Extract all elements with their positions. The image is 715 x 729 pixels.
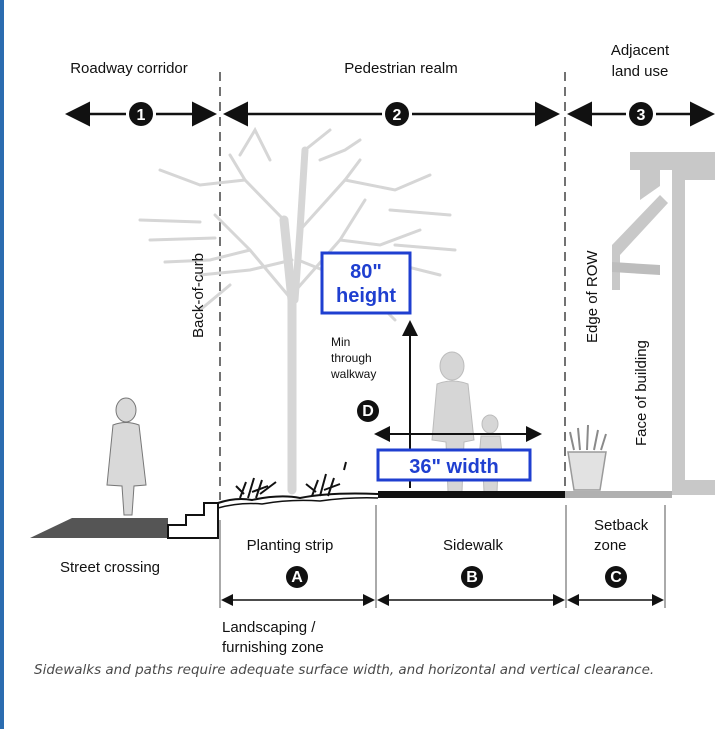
shrubs xyxy=(235,461,347,499)
sub-zone-ticks xyxy=(219,505,666,608)
face-of-building-label: Face of building xyxy=(633,340,650,446)
adjacent-land-use-label-line1: Adjacent xyxy=(611,42,670,59)
zone-2-number: 2 xyxy=(393,107,402,124)
sub-zone-c-circle xyxy=(605,566,627,588)
page-left-border xyxy=(0,0,4,729)
back-of-curb-label: Back-of-curb xyxy=(190,253,207,338)
sub-zone-b-circle xyxy=(461,566,483,588)
sub-zone-b-letter: B xyxy=(466,569,478,586)
min-walkway-label-line2: through xyxy=(331,351,372,365)
figure-caption: Sidewalks and paths require adequate sur… xyxy=(34,662,655,678)
marker-d-letter: D xyxy=(362,403,374,420)
width-value: 36" width xyxy=(409,456,499,478)
zone-2-arrow: 2 xyxy=(223,101,560,127)
pedestrian-figure-left xyxy=(106,397,147,516)
setback-zone-label-line1: Setback xyxy=(594,517,649,534)
min-walkway-label-line3: walkway xyxy=(330,367,376,381)
edge-of-row-label: Edge of ROW xyxy=(584,250,601,343)
zone-1-arrow: 1 xyxy=(65,101,217,127)
roadway-corridor-label: Roadway corridor xyxy=(70,60,188,77)
planter-pot xyxy=(567,424,607,491)
height-value: 80" xyxy=(350,261,382,283)
marker-d-circle xyxy=(357,400,379,422)
tree-sketch xyxy=(138,126,457,495)
pedestrian-realm-label: Pedestrian realm xyxy=(344,60,457,77)
zone-1-number: 1 xyxy=(137,107,146,124)
landscaping-zone-label-line1: Landscaping / xyxy=(222,619,316,636)
sub-zone-a-circle xyxy=(286,566,308,588)
height-clearance-box: 80" height xyxy=(320,251,412,315)
street-crossing-label: Street crossing xyxy=(60,559,160,576)
sub-zone-a-letter: A xyxy=(291,569,303,586)
min-walkway-label-line1: Min xyxy=(331,335,350,349)
height-unit: height xyxy=(336,285,396,307)
setback-zone-label-line2: zone xyxy=(594,537,627,554)
zone-3-number: 3 xyxy=(637,107,646,124)
planting-strip-label: Planting strip xyxy=(247,537,334,554)
sidewalk-label: Sidewalk xyxy=(443,537,504,554)
adjacent-land-use-label-line2: land use xyxy=(612,63,669,80)
zone-3-arrow: 3 xyxy=(567,101,715,127)
width-clearance-box: 36" width xyxy=(376,448,532,482)
building-facade xyxy=(612,152,715,495)
ground-profile xyxy=(30,491,672,539)
sub-zone-c-letter: C xyxy=(610,569,622,586)
landscaping-zone-label-line2: furnishing zone xyxy=(222,639,324,656)
